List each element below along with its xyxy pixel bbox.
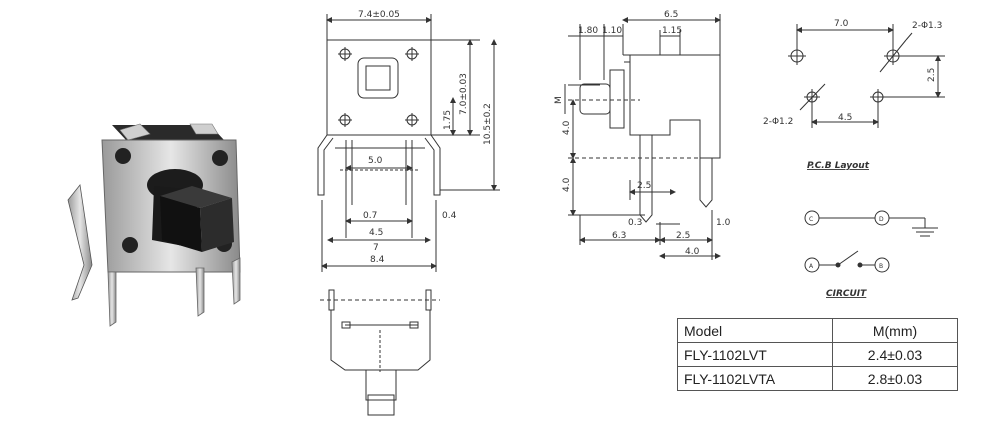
table-row: FLY-1102LVT 2.4±0.03 (677, 342, 958, 367)
dim-side-d1: 1.80 (578, 26, 598, 36)
header-model: Model (677, 318, 833, 343)
header-m: M(mm) (832, 318, 958, 343)
circuit-node-c: C (809, 216, 813, 223)
dim-total-width: 7.4±0.05 (358, 10, 400, 20)
pcb-width-top: 7.0 (834, 19, 849, 29)
dim-side-total: 6.5 (664, 10, 678, 20)
pcb-height-right: 2.5 (927, 68, 937, 82)
dim-outer-width-total: 8.4 (370, 255, 385, 265)
dim-m: M (554, 96, 564, 104)
dim-pin-pitch: 4.5 (369, 228, 383, 238)
dim-side-mid: 2.5 (637, 181, 651, 191)
table-row: FLY-1102LVTA 2.8±0.03 (677, 366, 958, 391)
dim-side-v2: 4.0 (562, 177, 572, 192)
circuit-node-d: D (879, 216, 884, 223)
circuit-title: CIRCUIT (826, 289, 867, 299)
circuit-node-b: B (879, 263, 883, 270)
pcb-layout-title: P.C.B Layout (807, 161, 870, 171)
dim-inner-width: 5.0 (368, 156, 383, 166)
model-spec-table: Model M(mm) FLY-1102LVT 2.4±0.03 FLY-110… (677, 318, 958, 391)
pcb-hole-top: 2-Φ1.3 (912, 21, 942, 31)
pcb-layout-drawing (788, 24, 945, 128)
front-view-drawing (317, 14, 500, 272)
product-photo (67, 123, 241, 327)
cell-m: 2.4±0.03 (832, 342, 958, 367)
side-view-drawing (564, 14, 721, 260)
pcb-hole-bottom: 2-Φ1.2 (763, 117, 793, 127)
dim-button-offset: 1.75 (443, 110, 453, 130)
dim-side-v1: 4.0 (562, 120, 572, 135)
dim-body-height: 7.0±0.03 (459, 73, 469, 115)
dim-outer-width: 7 (373, 243, 379, 253)
dim-side-bot2: 2.5 (676, 231, 690, 241)
dim-side-bot3: 4.0 (685, 247, 700, 257)
dim-side-d3: 1.15 (662, 26, 682, 36)
cell-model: FLY-1102LVTA (677, 366, 833, 391)
dim-pin-width: 0.7 (363, 211, 377, 221)
bottom-view-drawing (320, 289, 440, 416)
cell-model: FLY-1102LVT (677, 342, 833, 367)
dim-side-bot1: 6.3 (612, 231, 626, 241)
dim-side-low: 0.3 (628, 218, 642, 228)
circuit-node-a: A (809, 263, 814, 270)
table-header-row: Model M(mm) (677, 318, 958, 343)
cell-m: 2.8±0.03 (832, 366, 958, 391)
pcb-width-bottom: 4.5 (838, 113, 852, 123)
dim-side-r: 1.0 (716, 218, 731, 228)
dim-side-d2: 1.10 (602, 26, 622, 36)
dim-pin-thickness: 0.4 (442, 211, 457, 221)
dim-overall-height: 10.5±0.2 (483, 103, 493, 145)
circuit-drawing (804, 210, 938, 273)
